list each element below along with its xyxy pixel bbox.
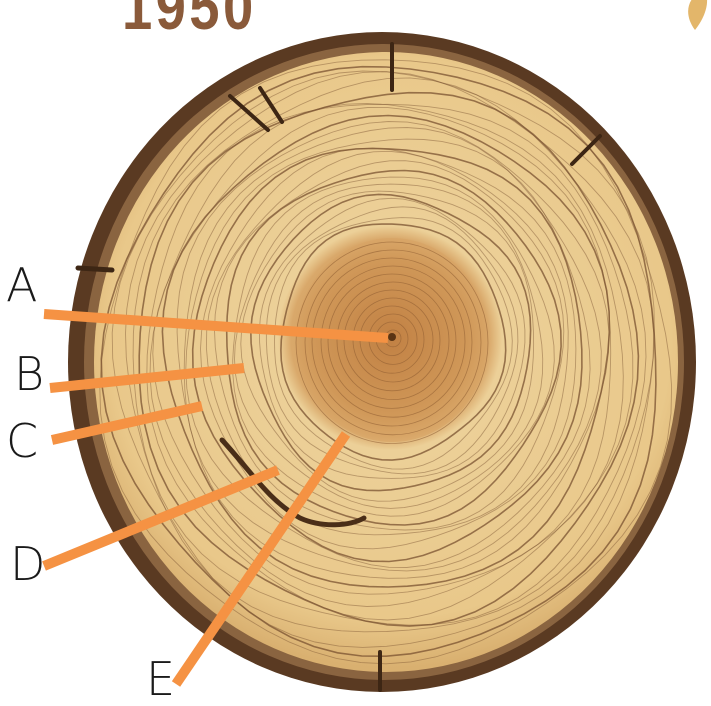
label-c: C xyxy=(6,418,38,464)
label-e: E xyxy=(146,656,175,702)
label-d: D xyxy=(10,541,45,587)
label-b: B xyxy=(14,351,44,397)
pith-center xyxy=(388,333,396,341)
label-a: A xyxy=(6,262,37,308)
bark-crack-left xyxy=(78,268,112,270)
